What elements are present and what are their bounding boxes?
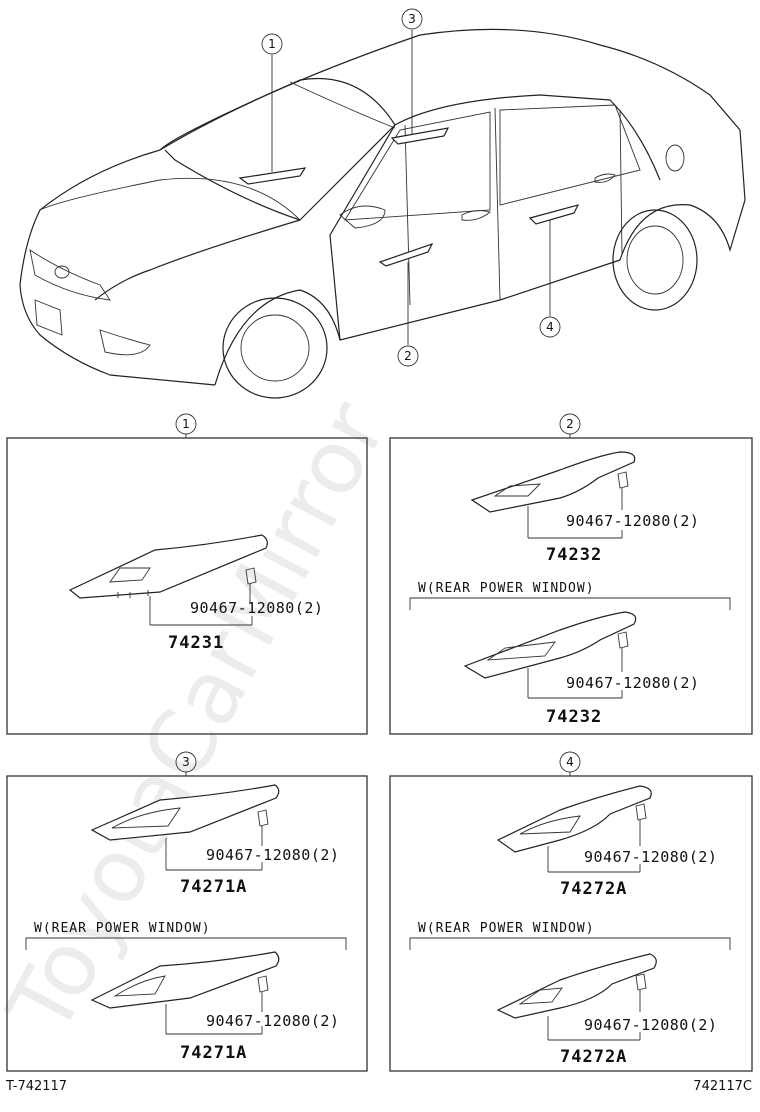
panel-4: 4 90467-12080(2) 74272A W(REAR POWER WIN…	[389, 751, 753, 1072]
svg-text:2: 2	[404, 349, 412, 363]
panel-2-number: 2	[566, 417, 574, 431]
clip-part-number: 90467-12080(2)	[566, 512, 699, 530]
clip-part-number: 90467-12080(2)	[206, 846, 339, 864]
callout-1: 1	[261, 33, 283, 55]
clip-part-number-alt: 90467-12080(2)	[566, 674, 699, 692]
watermark: ToyotaCarMirror	[0, 385, 407, 1051]
condition-label: W(REAR POWER WINDOW)	[418, 581, 595, 596]
clip-part-number: 90467-12080(2)	[584, 848, 717, 866]
panel-3: 3 90467-12080(2) 74271A W(REAR POWER WIN…	[6, 751, 368, 1072]
diagram-code-left: T-742117	[5, 1079, 67, 1094]
clip-part-number: 90467-12080(2)	[190, 599, 323, 617]
svg-text:1: 1	[268, 37, 276, 51]
condition-label: W(REAR POWER WINDOW)	[418, 921, 595, 936]
part-number: 74272A	[560, 879, 627, 899]
callout-2: 2	[397, 345, 419, 367]
part-number: 74232	[546, 545, 602, 565]
part-number: 74231	[168, 633, 224, 653]
panel-2: 2 90467-12080(2) 74232 W(REAR POWER WIND…	[389, 413, 753, 735]
svg-text:4: 4	[546, 320, 554, 334]
panel-4-number: 4	[566, 755, 574, 769]
car-illustration	[19, 28, 746, 399]
part-number-alt: 74232	[546, 707, 602, 727]
callout-3: 3	[401, 8, 423, 30]
condition-label: W(REAR POWER WINDOW)	[34, 921, 211, 936]
part-number-alt: 74271A	[180, 1043, 247, 1063]
svg-text:3: 3	[408, 12, 416, 26]
part-number-alt: 74272A	[560, 1047, 627, 1067]
diagram-code-right: 742117C	[693, 1079, 752, 1094]
panel-1-number: 1	[182, 417, 190, 431]
clip-part-number-alt: 90467-12080(2)	[584, 1016, 717, 1034]
part-number: 74271A	[180, 877, 247, 897]
clip-part-number-alt: 90467-12080(2)	[206, 1012, 339, 1030]
callout-4: 4	[539, 316, 561, 338]
panel-1: 1 90467-12080(2) 74231	[6, 413, 368, 735]
panel-3-number: 3	[182, 755, 190, 769]
